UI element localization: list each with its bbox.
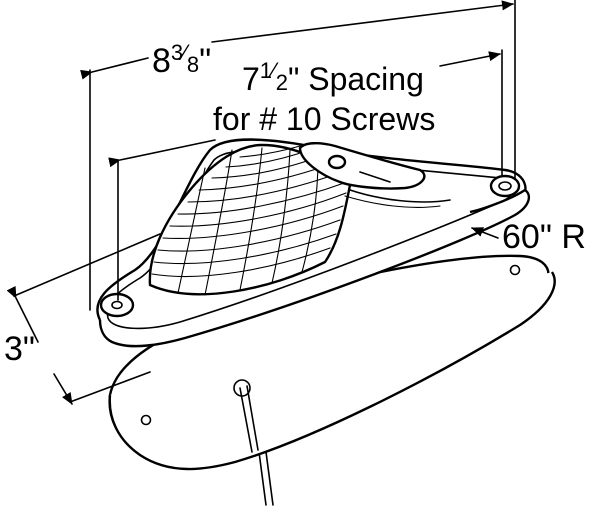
gasket-screw-hole-right <box>509 264 521 276</box>
front-screw-boss <box>99 292 135 318</box>
rear-screw-boss <box>489 174 521 198</box>
width-extension-bottom <box>69 371 151 403</box>
length-label: 83⁄8" <box>152 40 211 80</box>
gasket-screw-hole-left <box>140 414 152 426</box>
width-extension-top <box>13 233 161 297</box>
spacing-arrow-left <box>108 139 216 168</box>
dimension-width <box>6 233 161 405</box>
width-arrow-bottom <box>53 373 73 405</box>
spacing-arrow-right <box>439 51 501 67</box>
width-label: 3" <box>4 330 35 368</box>
radius-leader-arrow <box>471 227 499 239</box>
front-screw-hole <box>111 300 123 310</box>
mounting-gasket <box>108 254 556 471</box>
dimension-screw-spacing <box>108 49 503 301</box>
length-arrow-left <box>80 57 149 80</box>
rear-screw-hole <box>498 181 512 191</box>
length-arrow-right <box>211 0 514 43</box>
lens-cap <box>298 142 451 208</box>
spacing-label-line1: 71⁄2" Spacing <box>242 58 424 97</box>
spacing-label-line2: for # 10 Screws <box>213 101 435 137</box>
width-arrow-top <box>6 285 39 343</box>
radius-label: 60" R <box>502 218 586 256</box>
dimension-overall-length <box>80 0 516 311</box>
cap-screw <box>327 154 347 170</box>
